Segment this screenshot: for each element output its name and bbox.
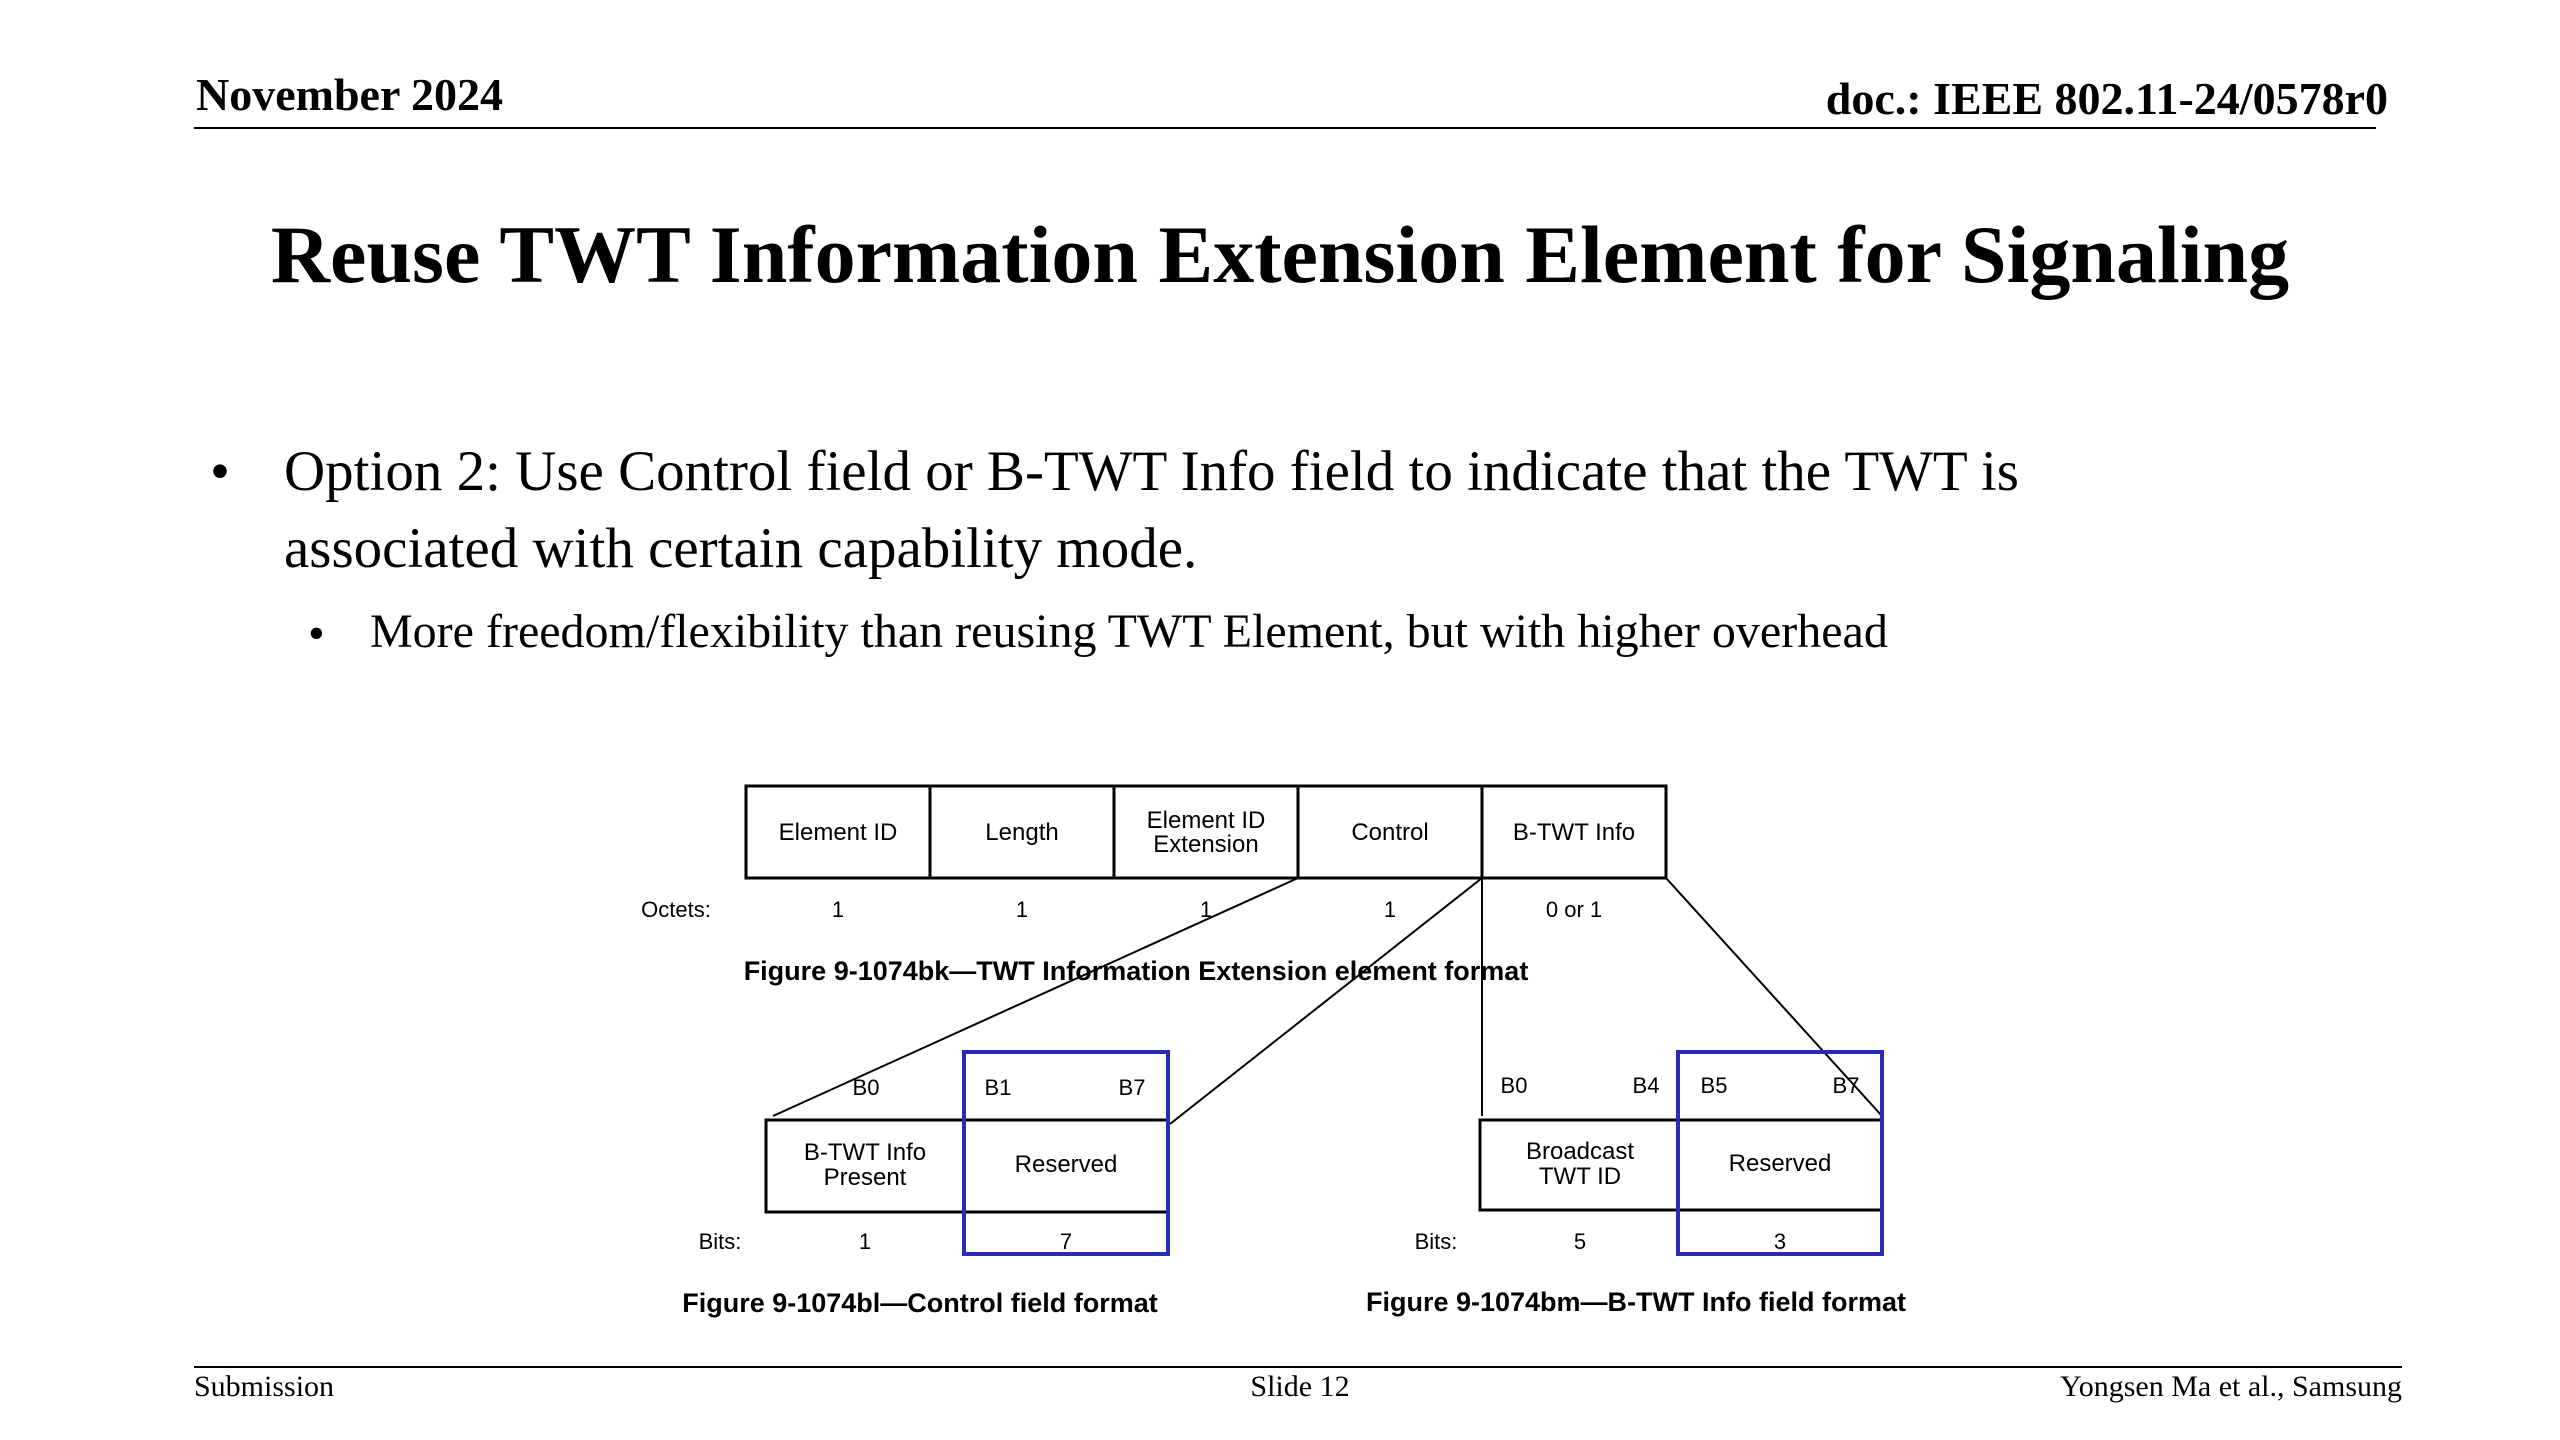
connector-btwt-right (1665, 877, 1883, 1117)
octets-size-element-id-ext: 1 (1200, 897, 1212, 922)
octets-size-control: 1 (1384, 897, 1396, 922)
btwt-bit-b4: B4 (1633, 1073, 1660, 1098)
btwt-info-cell (1480, 784, 1668, 880)
caption-element-format: Figure 9-1074bk—TWT Information Extensio… (744, 956, 1529, 986)
bullet-sub-text: More freedom/flexibility than reusing TW… (370, 605, 1888, 658)
element-id-label: Element ID (779, 819, 898, 846)
btwt-bit-b5: B5 (1701, 1073, 1728, 1098)
footer-submission: Submission (194, 1370, 335, 1403)
btwt-info-field-table (1478, 1050, 1884, 1256)
octets-size-length: 1 (1016, 897, 1028, 922)
bullet-dot: • (210, 440, 230, 503)
control-bits-row-label: Bits: (699, 1229, 742, 1254)
bullet-main-text: Option 2: Use Control field or B-TWT Inf… (284, 433, 2019, 587)
btwt-reserved-label: Reserved (1729, 1150, 1832, 1177)
element-id-extension-label-1: Element ID (1147, 807, 1266, 834)
btwt-bit-b7: B7 (1833, 1073, 1860, 1098)
control-reserved-highlight (962, 1050, 1170, 1256)
broadcast-twt-id-label-1: Broadcast (1526, 1138, 1634, 1165)
btwt-reserved-highlight (1676, 1050, 1884, 1256)
control-label: Control (1351, 819, 1428, 846)
bullet-main-line2: associated with certain capability mode. (284, 517, 1198, 580)
header-doc-id: doc.: IEEE 802.11-24/0578r0 (1825, 73, 2388, 124)
connector-lines (772, 877, 1883, 1125)
bullet-sub-dot: • (308, 607, 325, 660)
bullet-main-line1: Option 2: Use Control field or B-TWT Inf… (284, 440, 2019, 503)
length-label: Length (985, 819, 1058, 846)
control-bits-size-reserved: 7 (1060, 1229, 1072, 1254)
control-bit-b1: B1 (985, 1075, 1012, 1100)
octets-size-element-id: 1 (832, 897, 844, 922)
control-bit-b7: B7 (1119, 1075, 1146, 1100)
connector-control-right (1169, 877, 1483, 1125)
btwt-bit-b0: B0 (1501, 1073, 1528, 1098)
slide-title: Reuse TWT Information Extension Element … (270, 209, 2290, 300)
control-bit-b0: B0 (853, 1075, 880, 1100)
element-id-extension-label-2: Extension (1153, 831, 1258, 858)
footer-slide-number: Slide 12 (1250, 1370, 1350, 1403)
element-format-table (744, 784, 1668, 880)
footer-author: Yongsen Ma et al., Samsung (2060, 1370, 2402, 1403)
control-field-table (764, 1050, 1170, 1256)
btwt-bits-row-label: Bits: (1415, 1229, 1458, 1254)
header-date: November 2024 (196, 69, 504, 120)
btwt-info-present-label-2: Present (824, 1164, 907, 1191)
btwt-info-present-label-1: B-TWT Info (804, 1139, 926, 1166)
caption-control-field: Figure 9-1074bl—Control field format (682, 1288, 1158, 1318)
btwt-bits-size-broadcast: 5 (1574, 1229, 1586, 1254)
footer-rule (194, 1366, 2402, 1368)
connector-control-left (772, 877, 1299, 1117)
btwt-bits-size-reserved: 3 (1774, 1229, 1786, 1254)
control-reserved-label: Reserved (1015, 1151, 1118, 1178)
broadcast-twt-id-label-2: TWT ID (1539, 1163, 1621, 1190)
header-rule (194, 127, 2376, 129)
caption-btwt-info-field: Figure 9-1074bm—B-TWT Info field format (1366, 1287, 1906, 1317)
btwt-info-label: B-TWT Info (1513, 819, 1635, 846)
control-bits-size-present: 1 (859, 1229, 871, 1254)
octets-row-label: Octets: (641, 897, 711, 922)
octets-size-btwt-info: 0 or 1 (1546, 897, 1602, 922)
